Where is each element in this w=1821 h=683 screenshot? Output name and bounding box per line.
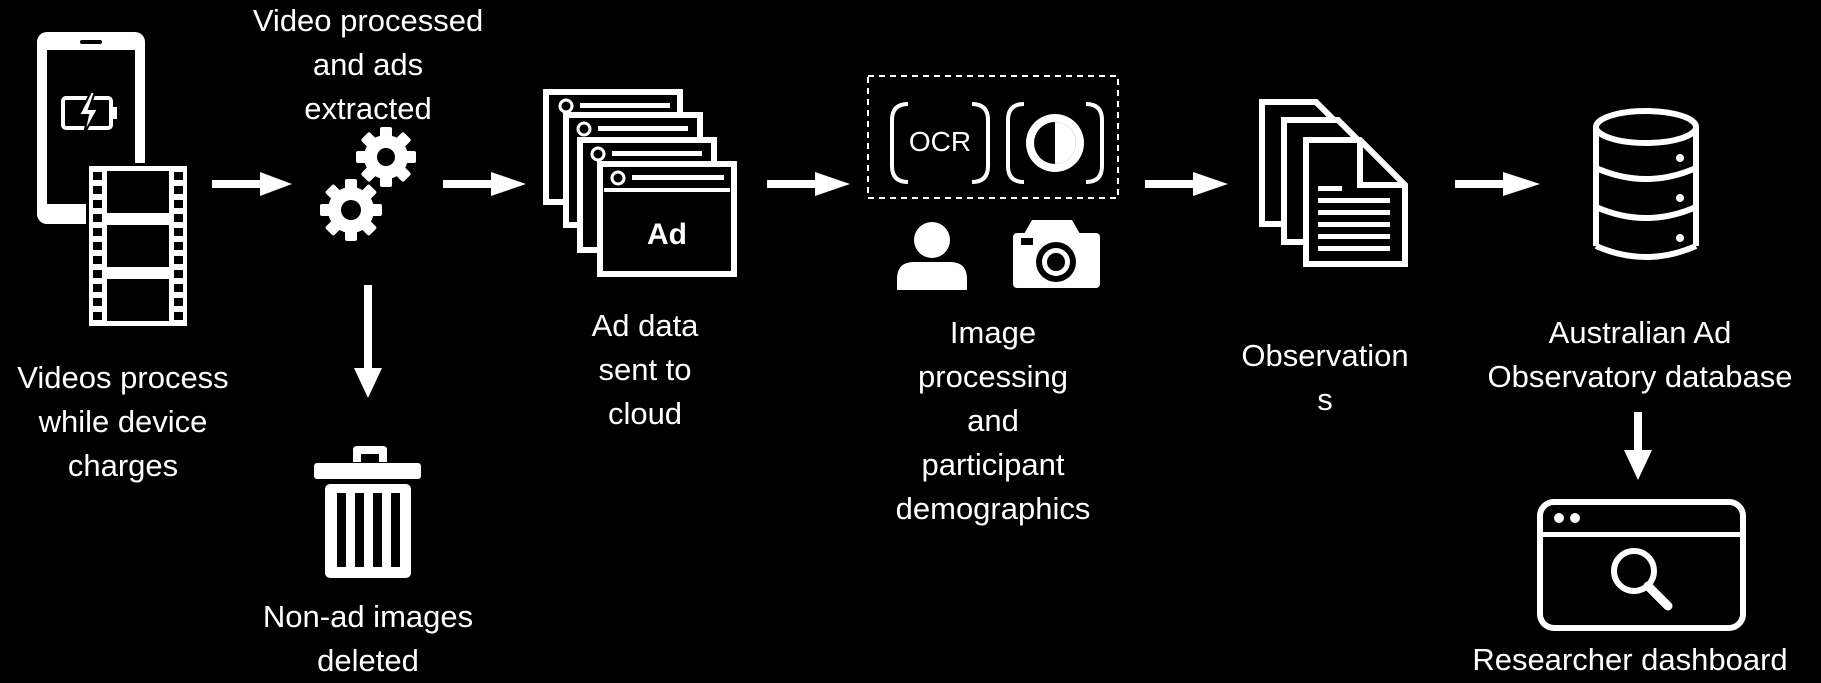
image-processing-box [867, 75, 1119, 199]
arrow-right [443, 172, 526, 196]
label-dashboard: Researcher dashboard [1472, 642, 1788, 677]
contrast-icon [1006, 102, 1104, 184]
document-lines [1318, 186, 1390, 251]
label-image-processing: Image processing and participant demogra… [895, 315, 1091, 526]
ocr-icon: OCR [890, 102, 990, 184]
arrow-right [767, 172, 850, 196]
arrow-down [354, 285, 382, 398]
window-title-bars [558, 98, 730, 192]
film-strip-icon [86, 163, 190, 329]
flow-arrows [212, 172, 1652, 480]
ad-windows-icon [543, 89, 737, 277]
label-observations: Observation s [1241, 338, 1409, 417]
database-indicators [1676, 154, 1684, 242]
label-deleted: Non-ad images deleted [262, 599, 474, 678]
trash-icon [314, 446, 421, 578]
dashboard-search-icon [1537, 499, 1746, 631]
arrow-right [1145, 172, 1228, 196]
label-database: Australian Ad Observatory database [1487, 315, 1793, 394]
label-cloud: Ad data sent to cloud [591, 308, 699, 431]
label-processed: Video processed and ads extracted [252, 3, 484, 126]
arrow-down [1624, 412, 1652, 480]
label-videos: Videos process while device charges [17, 360, 229, 483]
database-icon [1593, 108, 1699, 260]
ocr-label: OCR [909, 126, 971, 157]
gears-icon [320, 127, 416, 241]
arrow-right [212, 172, 292, 196]
person-icon [897, 222, 967, 290]
arrow-right [1455, 172, 1540, 196]
camera-icon [1013, 220, 1100, 288]
documents-icon [1259, 99, 1408, 267]
ad-icon-label: Ad [647, 218, 687, 251]
